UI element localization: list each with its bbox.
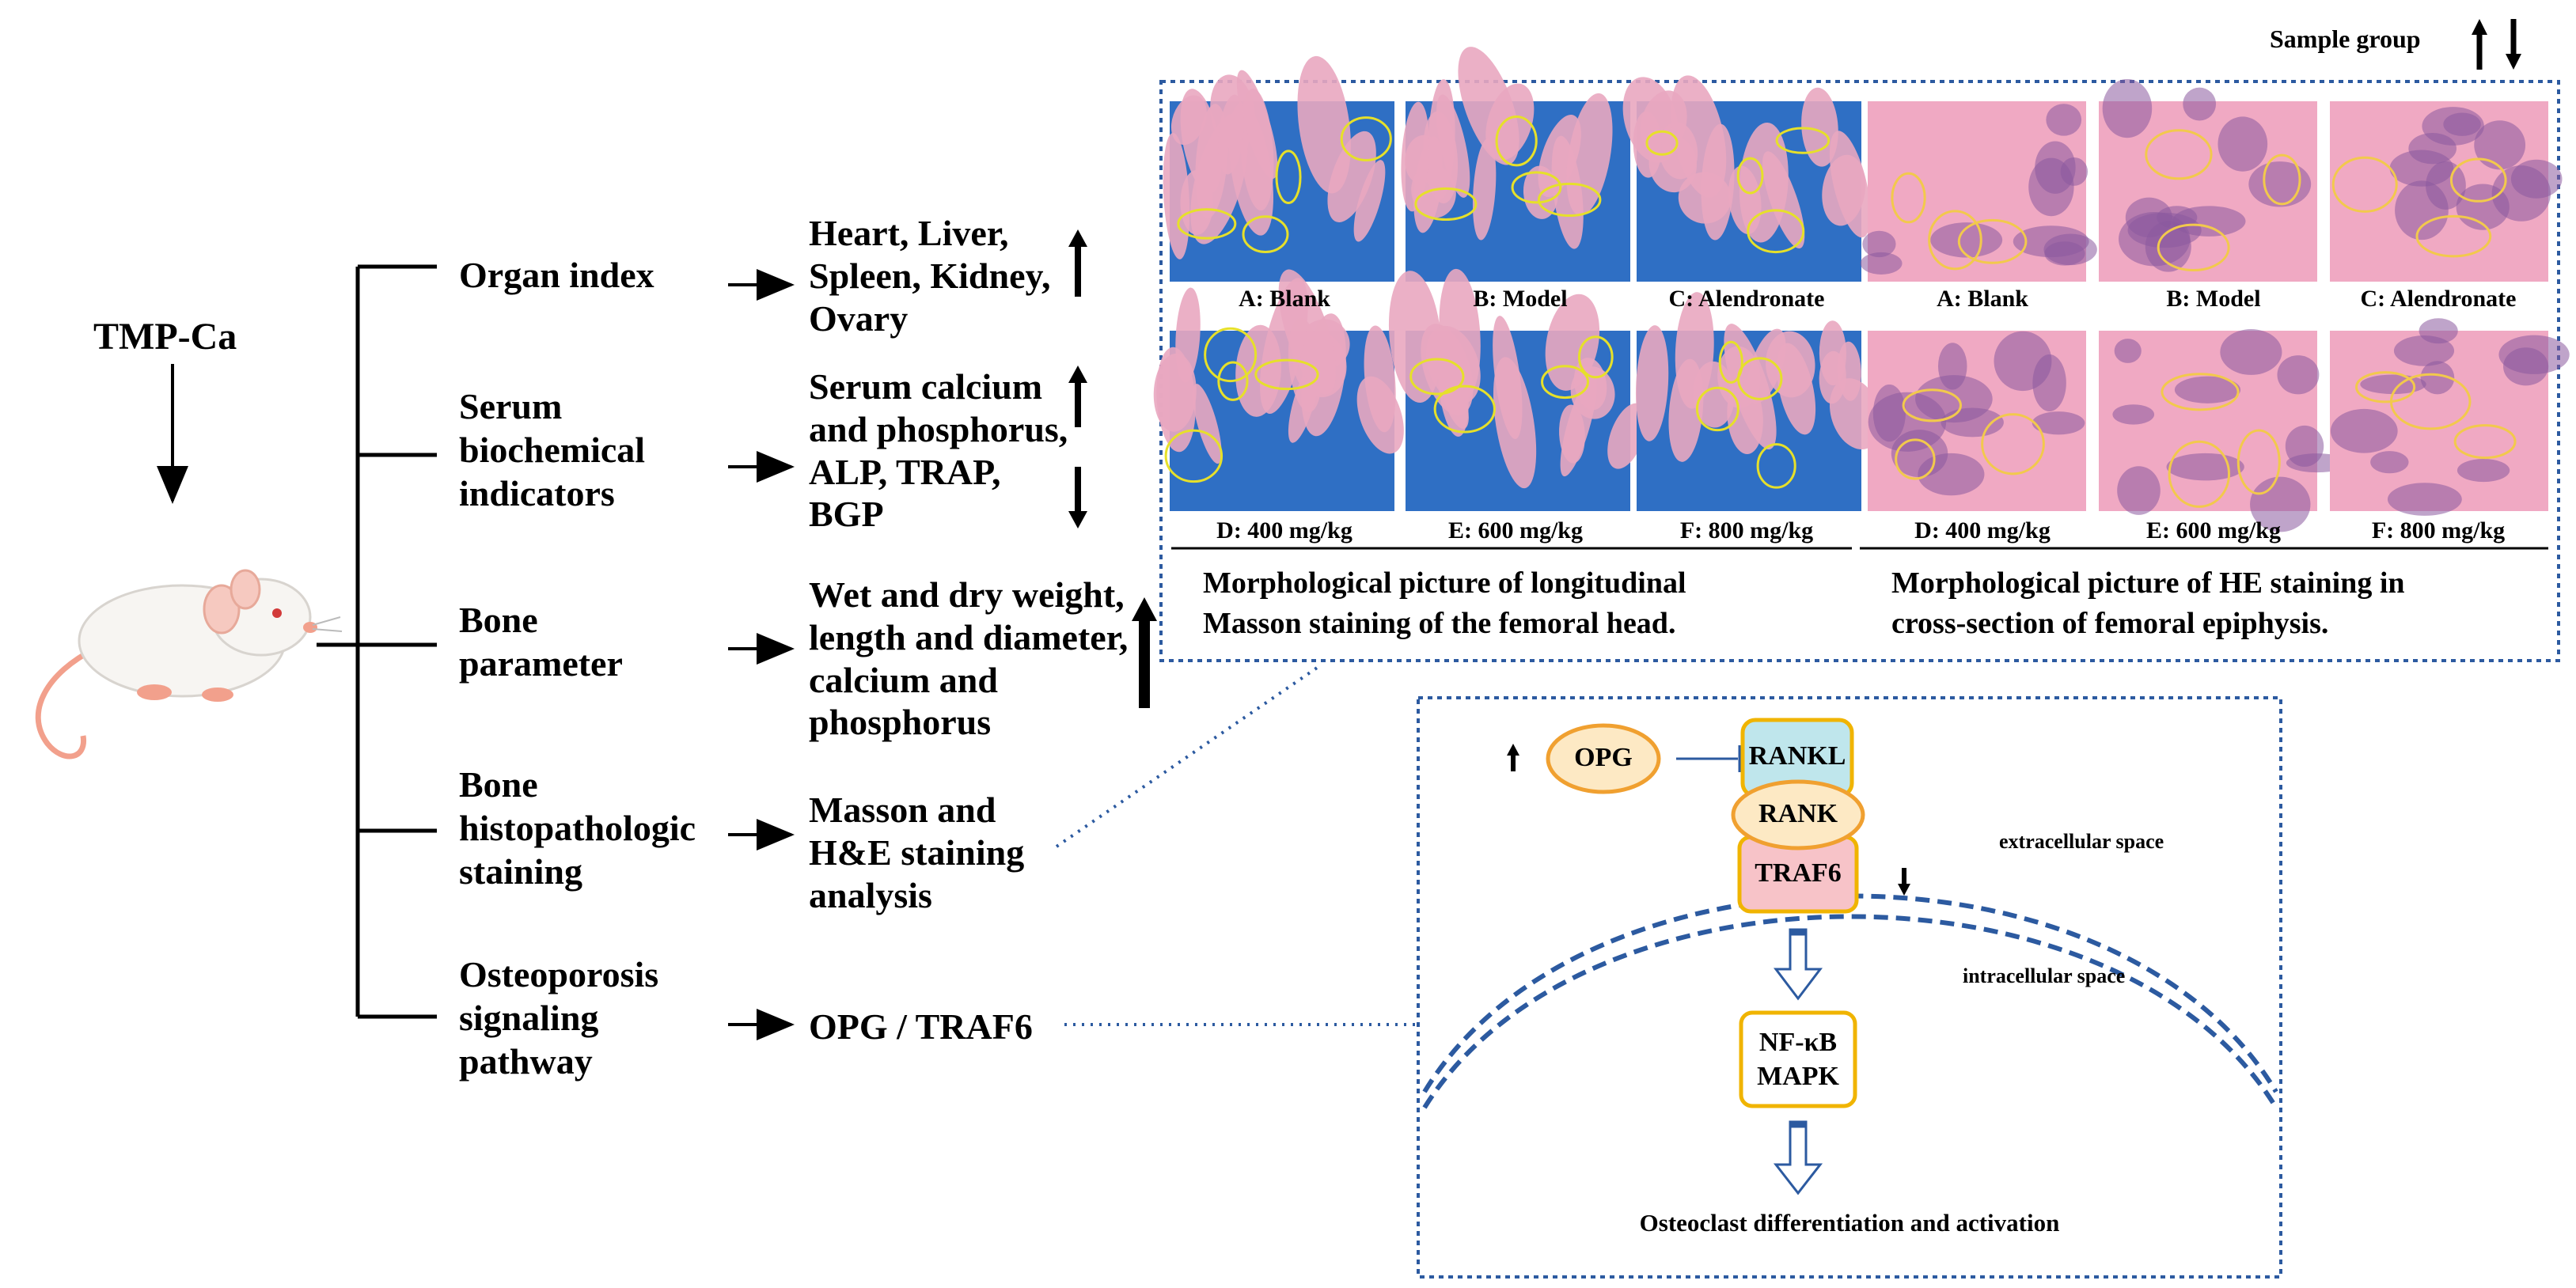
masson-label-d: D: 400 mg/kg	[1216, 517, 1352, 544]
masson-label-a: A: Blank	[1239, 286, 1330, 312]
outcome-label: Osteoclast differentiation and activatio…	[1639, 1209, 2060, 1237]
up-arrow-icon	[1068, 229, 1087, 297]
masson-label-c: C: Alendronate	[1668, 286, 1825, 312]
rank-node	[1731, 779, 1865, 850]
membrane-inner	[1422, 914, 2278, 1109]
he-thumbnail	[1868, 331, 2086, 511]
he-thumbnail	[1860, 101, 2097, 282]
rankl-label: RANKL	[1748, 741, 1846, 771]
opg-up-icon	[1507, 744, 1519, 771]
result-histopathologic: Masson and H&E staining analysis	[809, 790, 1025, 915]
masson-label-b: B: Model	[1473, 286, 1568, 312]
nfkb-label: NF-κB MAPK	[1757, 1028, 1839, 1091]
he-grid	[1860, 78, 2570, 532]
down-arrow-icon	[1068, 467, 1087, 528]
masson-thumbnail	[1388, 268, 1647, 511]
legend-up-icon	[2472, 19, 2487, 70]
traf6-label: TRAF6	[1755, 858, 1842, 888]
masson-grid	[1153, 47, 1882, 511]
result-signaling: OPG / TRAF6	[809, 1006, 1033, 1047]
masson-thumbnail	[1153, 269, 1404, 511]
intracellular-label: intracellular space	[1963, 964, 2126, 987]
legend-down-icon	[2506, 19, 2521, 70]
result-serum: Serum calcium and phosphorus, ALP, TRAP,…	[809, 366, 1068, 535]
masson-thumbnail	[1163, 55, 1394, 282]
branch-arrows	[728, 269, 795, 1040]
he-label-e: E: 600 mg/kg	[2145, 517, 2281, 544]
branch-histopathologic: Bone histopathologic staining	[459, 764, 696, 892]
branch-signaling: Osteoporosis signaling pathway	[459, 954, 659, 1082]
he-caption: Morphological picture of HE staining in …	[1891, 566, 2405, 641]
branch-organ-index: Organ index	[459, 255, 654, 295]
signal-arrow	[1773, 928, 1823, 1001]
result-organ-index: Heart, Liver, Spleen, Kidney, Ovary	[809, 213, 1051, 339]
he-label-d: D: 400 mg/kg	[1914, 517, 2051, 544]
outcome-arrow	[1773, 1120, 1823, 1195]
root-label: TMP-Ca	[93, 316, 237, 358]
up-arrow-icon	[1132, 597, 1157, 708]
masson-thumbnail	[1622, 75, 1871, 282]
branch-tree	[317, 264, 437, 1019]
traf6-down-icon	[1898, 868, 1910, 896]
masson-thumbnail	[1401, 47, 1630, 282]
he-thumbnail	[2099, 329, 2349, 532]
legend-label: Sample group	[2270, 25, 2421, 53]
pathway-panel-border	[1417, 696, 2282, 1279]
masson-thumbnail	[1635, 292, 1882, 511]
opg-label: OPG	[1574, 743, 1633, 772]
he-thumbnail	[2330, 318, 2570, 516]
masson-caption: Morphological picture of longitudinal Ma…	[1203, 566, 1686, 641]
he-thumbnail	[2099, 78, 2317, 282]
he-thumbnail	[2330, 101, 2563, 282]
staining-connector	[1055, 663, 1323, 848]
nfkb-node	[1739, 1010, 1857, 1108]
opg-node	[1546, 723, 1661, 794]
he-label-c: C: Alendronate	[2360, 286, 2517, 312]
masson-label-e: E: 600 mg/kg	[1447, 517, 1583, 544]
extracellular-label: extracellular space	[1999, 830, 2164, 853]
rank-label: RANK	[1758, 799, 1838, 828]
he-label-b: B: Model	[2166, 286, 2261, 312]
result-bone-parameter: Wet and dry weight, length and diameter,…	[809, 574, 1129, 743]
masson-label-f: F: 800 mg/kg	[1679, 517, 1814, 544]
rat-icon	[35, 569, 343, 760]
branch-serum: Serum biochemical indicators	[459, 386, 646, 514]
he-label-f: F: 800 mg/kg	[2371, 517, 2506, 544]
up-arrow-icon	[1068, 366, 1087, 427]
branch-bone-parameter: Bone parameter	[459, 600, 623, 684]
he-label-a: A: Blank	[1937, 286, 2028, 312]
